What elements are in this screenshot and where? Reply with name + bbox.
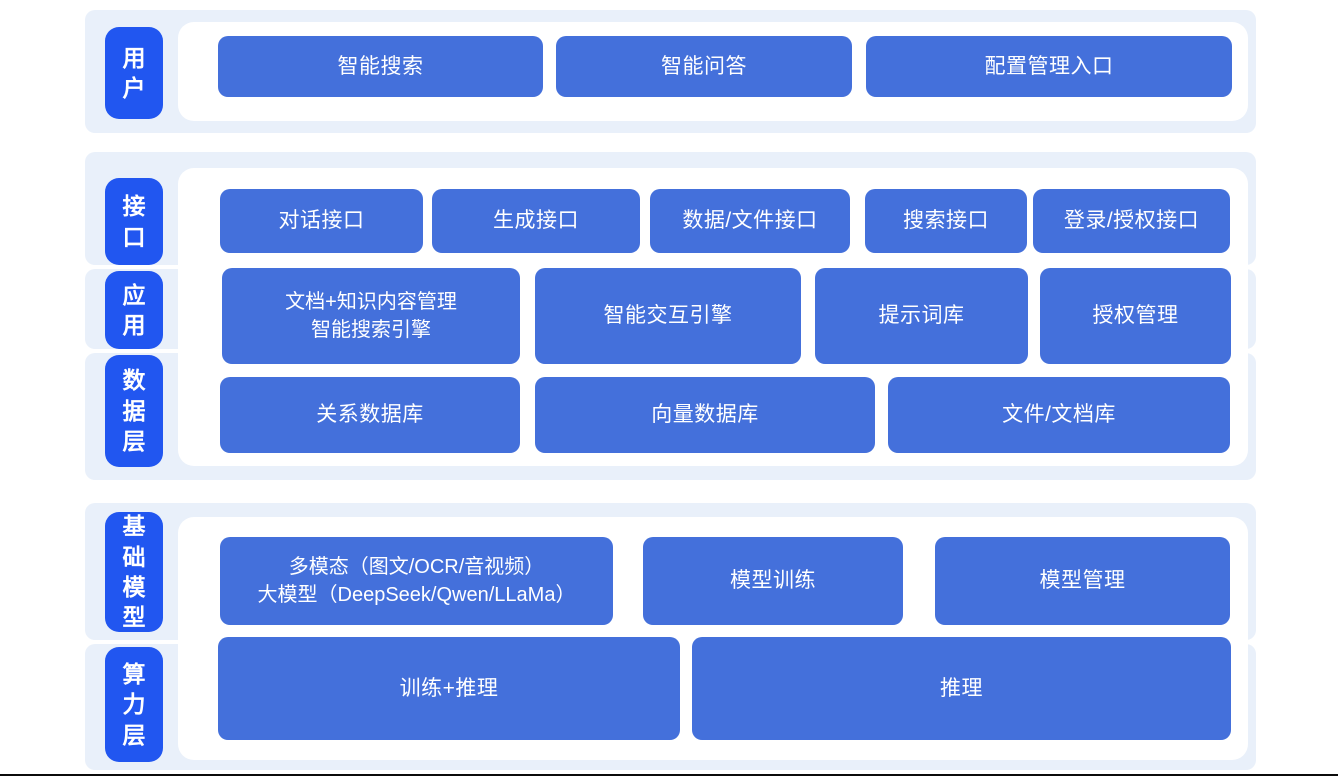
- layer-pill-interface-label: 接口: [122, 193, 146, 250]
- block-config-management-entry-label: 配置管理入口: [984, 54, 1114, 78]
- block-smart-qa: 智能问答: [556, 36, 852, 97]
- layer-pill-application-label: 应用: [122, 281, 146, 338]
- bottom-rule: [0, 774, 1338, 776]
- block-login-auth-api: 登录/授权接口: [1033, 189, 1230, 253]
- block-model-training-label: 模型训练: [730, 569, 816, 593]
- block-smart-search: 智能搜索: [218, 36, 543, 97]
- block-multimodal-llm: 多模态（图文/OCR/音视频） 大模型（DeepSeek/Qwen/LLaMa）: [220, 537, 613, 625]
- block-smart-search-label: 智能搜索: [337, 54, 424, 78]
- block-auth-management-label: 授权管理: [1092, 304, 1179, 328]
- block-auth-management: 授权管理: [1040, 268, 1231, 364]
- layer-pill-user: 用户: [105, 27, 163, 119]
- block-search-api-label: 搜索接口: [903, 209, 989, 233]
- block-intelligent-interaction-engine: 智能交互引擎: [535, 268, 801, 364]
- block-inference: 推理: [692, 637, 1231, 740]
- block-prompt-library: 提示词库: [815, 268, 1028, 364]
- block-smart-qa-label: 智能问答: [661, 54, 747, 78]
- layer-pill-data-layer: 数据层: [105, 355, 163, 467]
- block-dialog-api-label: 对话接口: [278, 209, 365, 233]
- block-config-management-entry: 配置管理入口: [866, 36, 1232, 97]
- block-inference-label: 推理: [940, 676, 983, 700]
- block-model-management-label: 模型管理: [1039, 569, 1126, 593]
- block-data-file-api: 数据/文件接口: [650, 189, 850, 253]
- block-multimodal-llm-label: 多模态（图文/OCR/音视频） 大模型（DeepSeek/Qwen/LLaMa）: [257, 556, 576, 606]
- block-doc-knowledge-search-engine: 文档+知识内容管理 智能搜索引擎: [222, 268, 520, 364]
- layer-pill-user-label: 用户: [122, 44, 146, 101]
- layer-pill-data-layer-label: 数据层: [122, 367, 146, 455]
- block-search-api: 搜索接口: [865, 189, 1027, 253]
- block-model-training: 模型训练: [643, 537, 903, 625]
- block-login-auth-api-label: 登录/授权接口: [1063, 209, 1200, 233]
- block-dialog-api: 对话接口: [220, 189, 423, 253]
- block-relational-db-label: 关系数据库: [316, 403, 424, 427]
- block-relational-db: 关系数据库: [220, 377, 520, 453]
- block-vector-db-label: 向量数据库: [651, 403, 759, 427]
- block-training-inference: 训练+推理: [218, 637, 680, 740]
- block-doc-knowledge-search-engine-label: 文档+知识内容管理 智能搜索引擎: [285, 291, 457, 341]
- block-vector-db: 向量数据库: [535, 377, 875, 453]
- block-prompt-library-label: 提示词库: [878, 304, 965, 328]
- block-generation-api: 生成接口: [432, 189, 640, 253]
- block-intelligent-interaction-engine-label: 智能交互引擎: [603, 304, 733, 328]
- block-generation-api-label: 生成接口: [493, 209, 579, 233]
- layer-pill-compute-layer-label: 算力层: [122, 660, 146, 748]
- layer-pill-compute-layer: 算力层: [105, 647, 163, 762]
- block-model-management: 模型管理: [935, 537, 1230, 625]
- layer-pill-foundation-model: 基础模型: [105, 512, 163, 632]
- block-data-file-api-label: 数据/文件接口: [682, 209, 818, 233]
- layer-pill-foundation-model-label: 基础模型: [122, 513, 146, 631]
- block-file-doc-store-label: 文件/文档库: [1002, 403, 1116, 427]
- block-file-doc-store: 文件/文档库: [888, 377, 1230, 453]
- block-training-inference-label: 训练+推理: [399, 676, 499, 700]
- layer-pill-application: 应用: [105, 271, 163, 349]
- layer-pill-interface: 接口: [105, 178, 163, 265]
